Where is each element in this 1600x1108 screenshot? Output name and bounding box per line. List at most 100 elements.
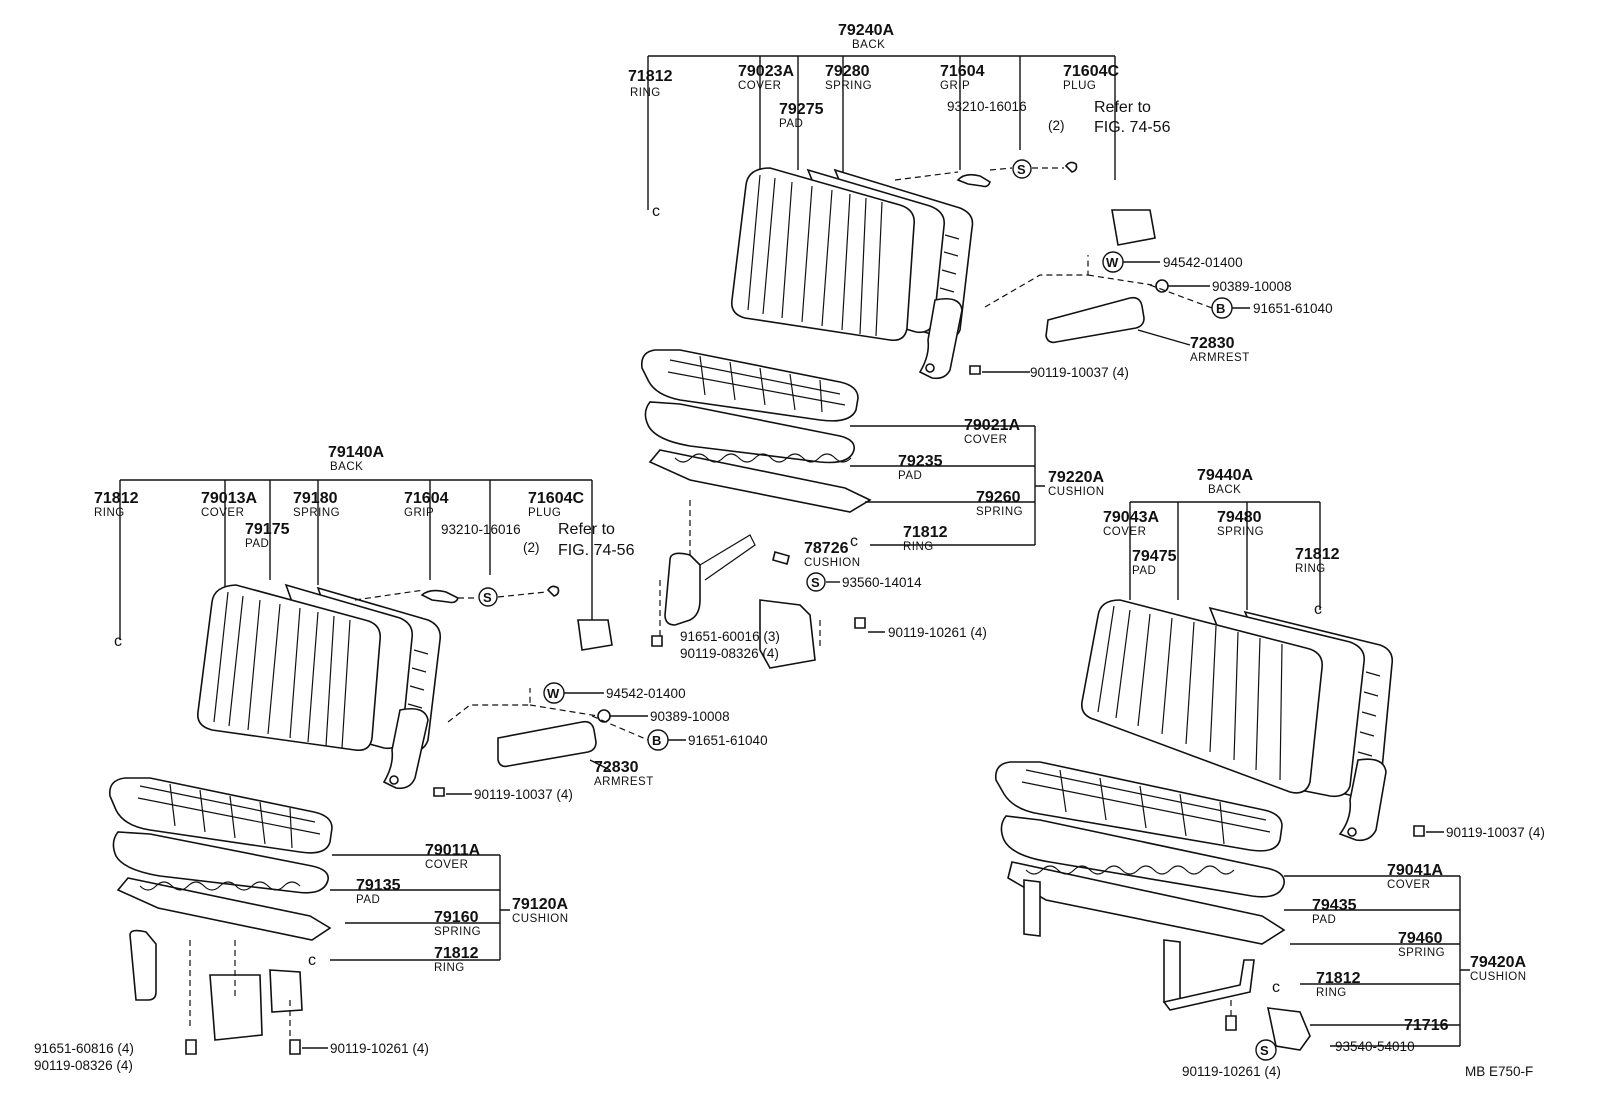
left-cushion-pad-number: 79135 bbox=[356, 877, 401, 894]
right-assembly: 79440A BACK 79043A COVER 79475 PAD 79480… bbox=[994, 467, 1545, 1079]
left-screw-number: 93210-16016 bbox=[441, 522, 521, 537]
center-cushion-assembly: 79021A COVER 79235 PAD 79260 SPRING 7181… bbox=[640, 349, 1105, 669]
center-spring-number: 79260 bbox=[976, 489, 1021, 506]
center-ring-number: 71812 bbox=[903, 524, 948, 541]
left-cushion-ring-number: 71812 bbox=[434, 945, 479, 962]
right-cover-number: 79043A bbox=[1103, 509, 1159, 526]
top-back-assembly: 79240A BACK 71812 RING c 79023A COVER 79… bbox=[628, 22, 1333, 380]
right-base-bolt-number: 90119-10037 (4) bbox=[1446, 825, 1545, 840]
left-cushion-illustration bbox=[108, 777, 333, 1041]
right-pad-number: 79475 bbox=[1132, 548, 1177, 565]
left-spring-number: 79180 bbox=[293, 490, 338, 507]
left-cushion-assembly-label: CUSHION bbox=[512, 913, 569, 925]
left-cushion-assembly-number: 79120A bbox=[512, 896, 568, 913]
right-bottom-bolt-number: 90119-10261 (4) bbox=[1182, 1064, 1281, 1079]
center-assembly-label: CUSHION bbox=[1048, 486, 1105, 498]
top-seat-back-illustration: S bbox=[730, 159, 1156, 380]
left-screw-qty: (2) bbox=[523, 540, 540, 555]
left-spring-label: SPRING bbox=[293, 507, 340, 519]
left-refer-line1: Refer to bbox=[558, 521, 615, 538]
right-cushion-cover-number: 79041A bbox=[1387, 862, 1443, 879]
right-spring-number: 79480 bbox=[1217, 509, 1262, 526]
top-washer-w-symbol: W bbox=[1106, 255, 1119, 270]
left-cushion-cover-label: COVER bbox=[425, 859, 468, 871]
left-bottom-b-number: 90119-08326 (4) bbox=[34, 1058, 133, 1073]
left-bottom-c-number: 90119-10261 (4) bbox=[330, 1041, 429, 1056]
right-cushion-pad-number: 79435 bbox=[1312, 897, 1357, 914]
top-base-bolt-number: 90119-10037 (4) bbox=[1030, 365, 1129, 380]
top-screw-s-symbol: S bbox=[1017, 162, 1026, 177]
top-pad-label: PAD bbox=[779, 118, 803, 130]
right-assembly-number: 79440A bbox=[1197, 467, 1253, 484]
left-washer-w-symbol: W bbox=[547, 686, 560, 701]
left-armrest-number: 72830 bbox=[594, 759, 639, 776]
left-cushion-spring-number: 79160 bbox=[434, 909, 479, 926]
right-cushion-spring-label: SPRING bbox=[1398, 947, 1445, 959]
left-bolt-number: 91651-61040 bbox=[688, 733, 768, 748]
top-spring-number: 79280 bbox=[825, 63, 870, 80]
left-back-assembly: 79140A BACK 71812 RING c 79013A COVER 79… bbox=[34, 444, 768, 1073]
right-cushion-assembly-number: 79420A bbox=[1470, 954, 1526, 971]
left-seat-back-illustration: S bbox=[196, 583, 613, 790]
left-cover-label: COVER bbox=[201, 507, 244, 519]
top-pad-number: 79275 bbox=[779, 101, 824, 118]
right-cushion-assembly-label: CUSHION bbox=[1470, 971, 1527, 983]
left-pad-label: PAD bbox=[245, 538, 269, 550]
top-assembly-number: 79240A bbox=[838, 22, 894, 39]
top-bolt-b-symbol: B bbox=[1216, 301, 1225, 316]
left-ring-shape: c bbox=[114, 633, 122, 650]
right-cushion-ring-number: 71812 bbox=[1316, 970, 1361, 987]
center-bolt-right-number: 90119-10261 (4) bbox=[888, 625, 987, 640]
left-ring-number: 71812 bbox=[94, 490, 139, 507]
left-armrest-label: ARMREST bbox=[594, 776, 654, 788]
top-ring-label: RING bbox=[630, 87, 661, 99]
center-ring-shape: c bbox=[850, 533, 858, 550]
right-ring-shape: c bbox=[1314, 601, 1322, 618]
left-pad-number: 79175 bbox=[245, 521, 290, 538]
left-screw-s-symbol: S bbox=[483, 590, 492, 605]
right-screw-s-symbol: S bbox=[1260, 1043, 1269, 1058]
top-nut-number: 90389-10008 bbox=[1212, 279, 1292, 294]
left-assembly-number: 79140A bbox=[328, 444, 384, 461]
left-cushion-ring-shape: c bbox=[308, 952, 316, 969]
right-cushion-ring-shape: c bbox=[1272, 979, 1280, 996]
center-cover-label: COVER bbox=[964, 434, 1007, 446]
center-bolt-b-number: 90119-08326 (4) bbox=[680, 646, 779, 661]
center-bolt-a-number: 91651-60016 (3) bbox=[680, 629, 780, 644]
top-grip-number: 71604 bbox=[940, 63, 985, 80]
top-cover-label: COVER bbox=[738, 80, 781, 92]
left-bolt-b-symbol: B bbox=[652, 733, 661, 748]
right-cushion-pad-label: PAD bbox=[1312, 914, 1336, 926]
top-screw-qty: (2) bbox=[1048, 118, 1065, 133]
right-seat-back-illustration bbox=[1080, 599, 1394, 842]
right-screw-number: 93540-54010 bbox=[1335, 1039, 1415, 1054]
left-plug-number: 71604C bbox=[528, 490, 584, 507]
right-pad-label: PAD bbox=[1132, 565, 1156, 577]
center-spring-label: SPRING bbox=[976, 506, 1023, 518]
center-small-cushion-number: 78726 bbox=[804, 540, 849, 557]
top-plug-label: PLUG bbox=[1063, 80, 1096, 92]
right-spring-label: SPRING bbox=[1217, 526, 1264, 538]
right-cushion-spring-number: 79460 bbox=[1398, 930, 1443, 947]
center-screw-number: 93560-14014 bbox=[842, 575, 922, 590]
left-refer-line2: FIG. 74-56 bbox=[558, 542, 635, 559]
right-cushion-illustration bbox=[994, 761, 1286, 1011]
top-ring-number: 71812 bbox=[628, 68, 673, 85]
center-cover-number: 79021A bbox=[964, 417, 1020, 434]
left-nut-number: 90389-10008 bbox=[650, 709, 730, 724]
center-cushion-illustration bbox=[640, 349, 872, 513]
left-cushion-pad-label: PAD bbox=[356, 894, 380, 906]
right-ring-number: 71812 bbox=[1295, 546, 1340, 563]
top-screw-number: 93210-16016 bbox=[947, 99, 1027, 114]
left-washer-number: 94542-01400 bbox=[606, 686, 686, 701]
left-bottom-a-number: 91651-60816 (4) bbox=[34, 1041, 134, 1056]
top-spring-label: SPRING bbox=[825, 80, 872, 92]
top-cover-number: 79023A bbox=[738, 63, 794, 80]
left-assembly-label: BACK bbox=[330, 461, 363, 473]
left-base-bolt-number: 90119-10037 (4) bbox=[474, 787, 573, 802]
right-ring-label: RING bbox=[1295, 563, 1326, 575]
top-grip-label: GRIP bbox=[940, 80, 970, 92]
left-grip-number: 71604 bbox=[404, 490, 449, 507]
center-pad-label: PAD bbox=[898, 470, 922, 482]
